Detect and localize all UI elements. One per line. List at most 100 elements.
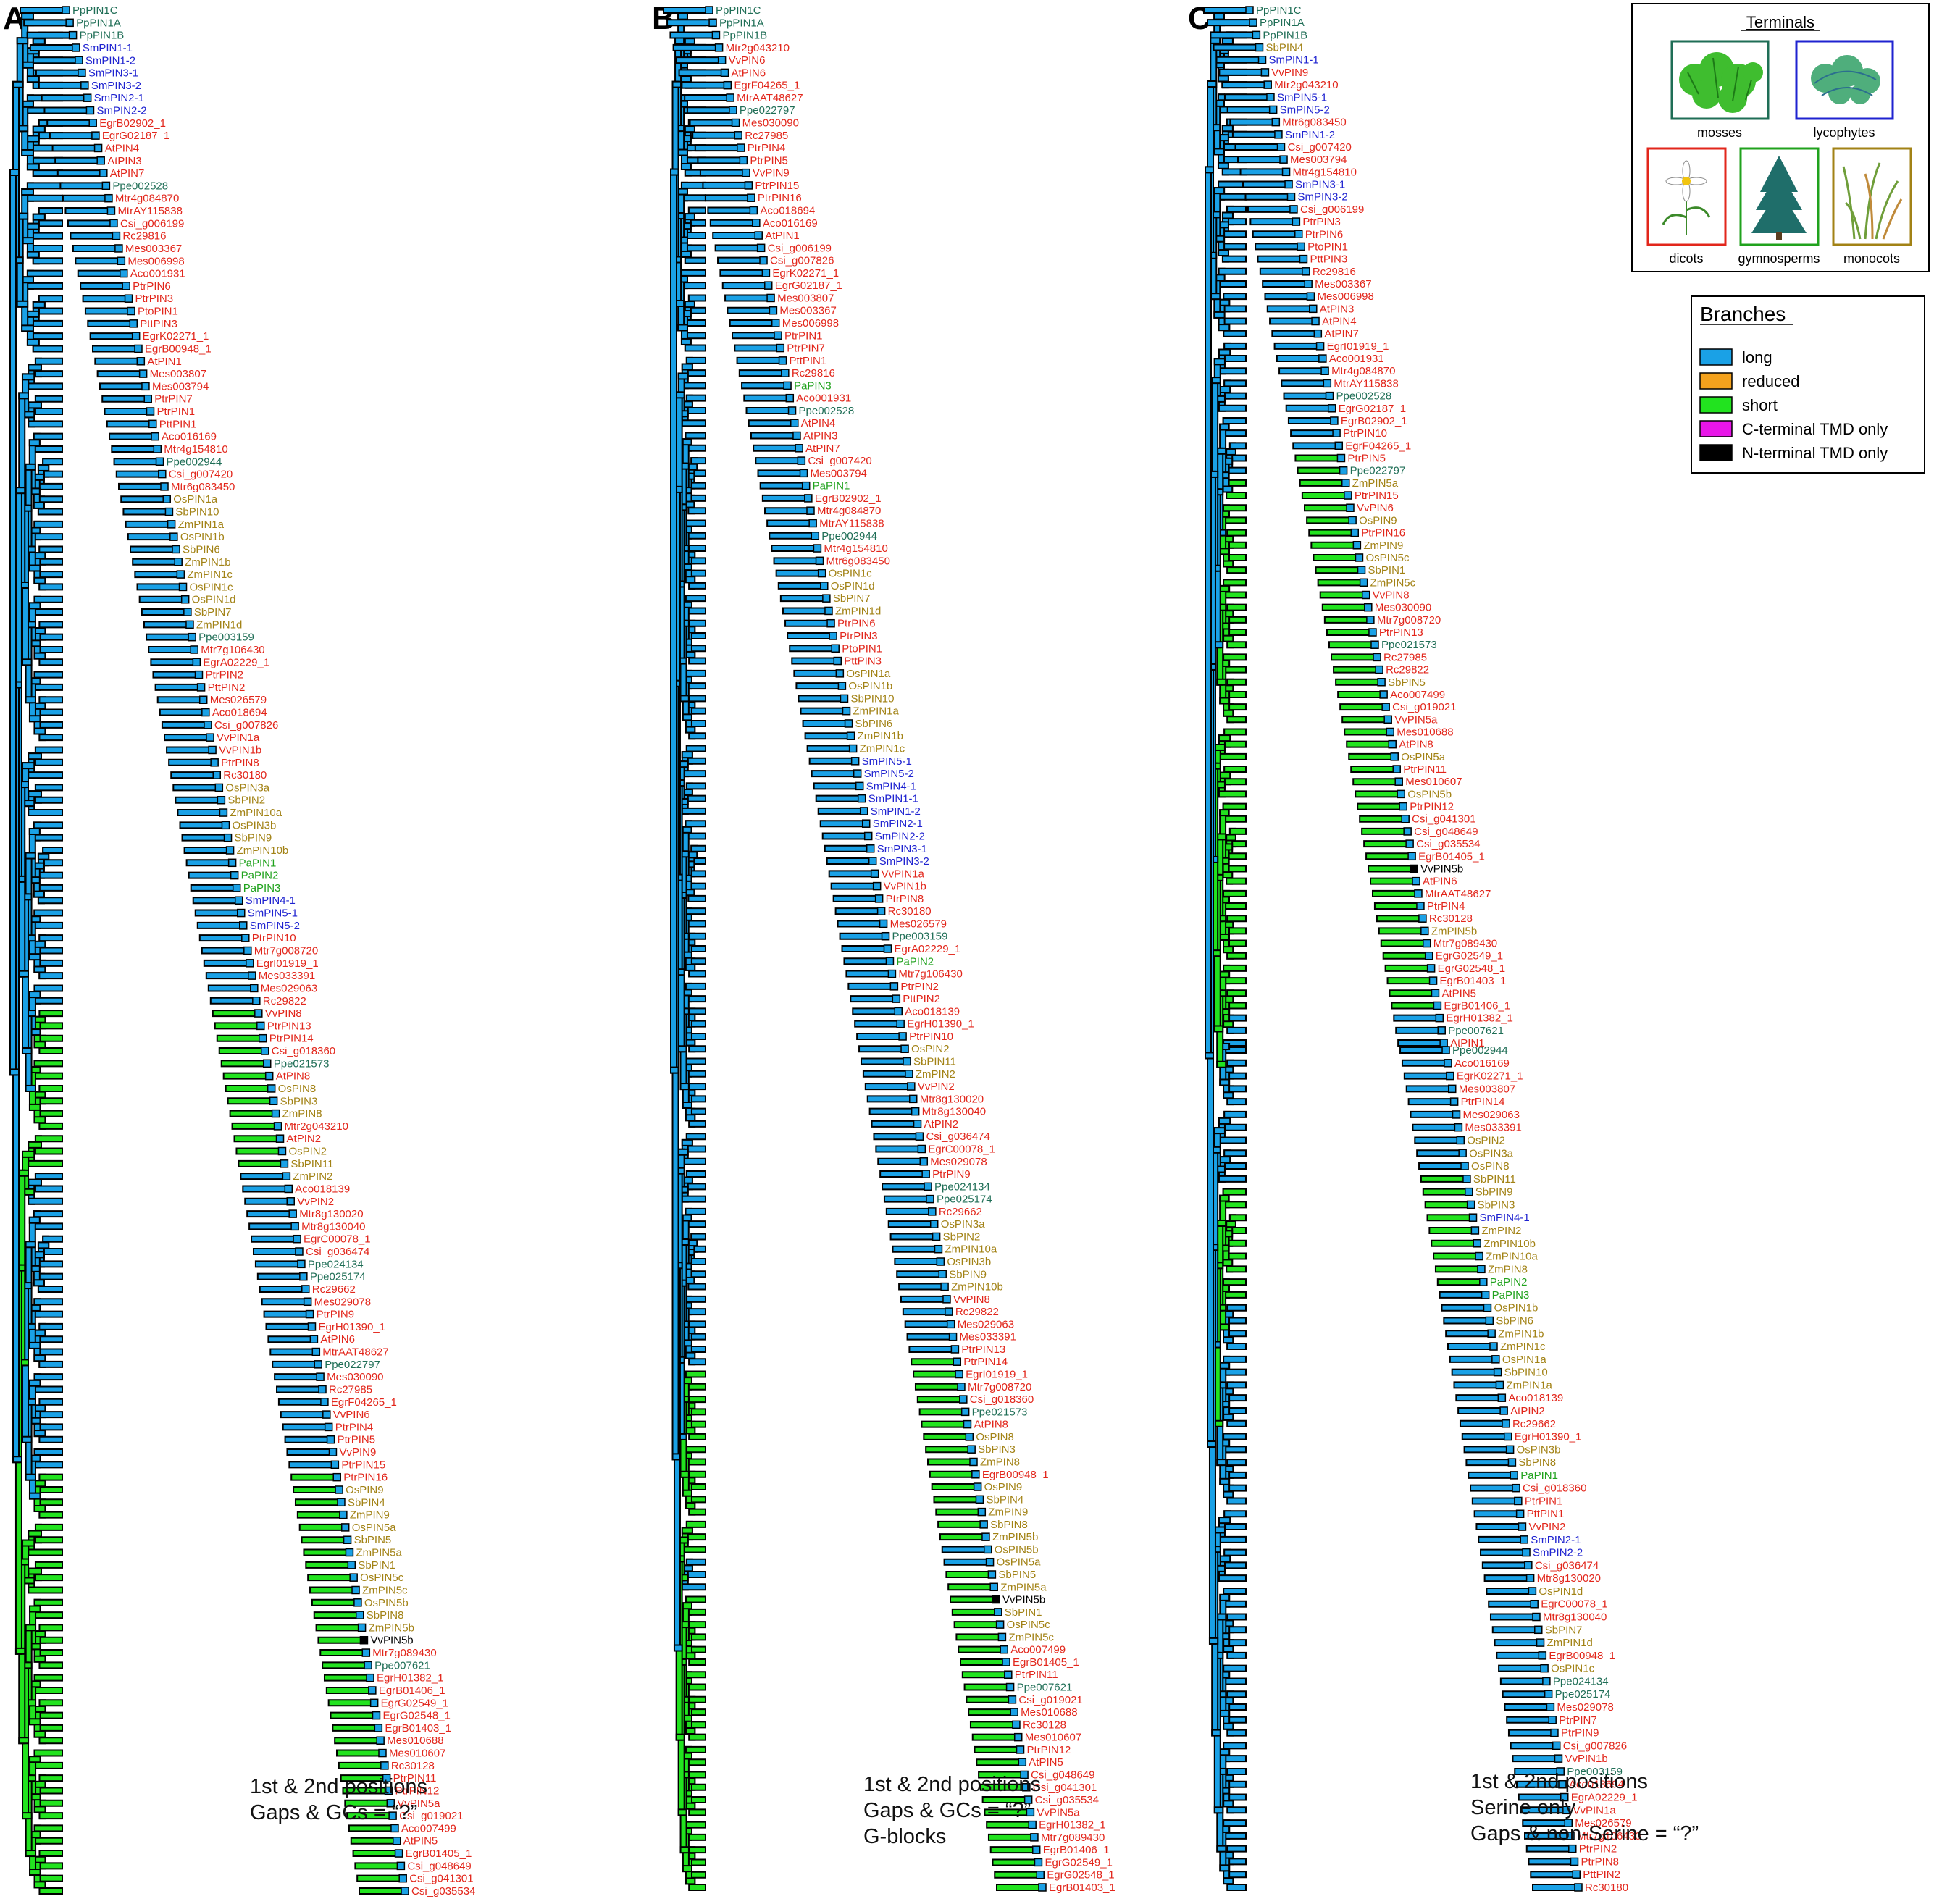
leaf-marker	[1446, 1071, 1454, 1081]
short-label: short	[1742, 396, 1778, 414]
leaf-label-b: SmPIN5-2	[864, 768, 914, 780]
leaf-marker	[881, 931, 890, 941]
leaf-marker	[759, 256, 768, 265]
leaf-marker	[1466, 1200, 1475, 1209]
leaf-marker	[297, 1259, 306, 1269]
leaf-marker	[1268, 105, 1278, 114]
leaf-marker	[158, 469, 167, 479]
leaf-label-b: Ppe002944	[821, 530, 877, 542]
leaf-label-c: Rc27985	[1383, 651, 1427, 663]
leaf-label-b: SmPIN1-1	[868, 793, 918, 805]
leaf-label-a: Aco018139	[295, 1183, 350, 1195]
leaf-marker	[243, 946, 252, 955]
leaf-label-a: OsPIN1d	[192, 594, 236, 606]
leaf-label-c: Rc29662	[1512, 1418, 1556, 1430]
leaf-label-c: PtrPIN8	[1581, 1855, 1620, 1868]
leaf-label-c: OsPIN5c	[1365, 552, 1410, 564]
leaf-label-a: VvPIN1a	[217, 731, 260, 744]
leaf-label-a: Rc29662	[312, 1283, 356, 1296]
leaf-marker	[1447, 1084, 1457, 1094]
leaf-marker	[286, 1197, 296, 1206]
leaf-label-b: ZmPIN2	[916, 1068, 955, 1081]
leaf-marker	[1441, 1046, 1450, 1054]
leaf-label-c: Aco007499	[1390, 689, 1445, 701]
leaf-label-b: EgrC00078_1	[928, 1143, 995, 1155]
leaf-label-c: Mes029078	[1557, 1701, 1613, 1714]
leaf-label-b: EgrF04265_1	[734, 80, 800, 92]
leaf-label-a: ZmPIN1c	[187, 569, 233, 581]
leaf-label-a: PpPIN1A	[76, 17, 121, 29]
panel-c-branches	[1203, 7, 1577, 1891]
leaf-marker	[1279, 155, 1288, 164]
leaf-label-c: Ppe003159	[1567, 1766, 1623, 1778]
leaf-label-c: ZmPIN9	[1363, 540, 1403, 552]
leaf-marker	[1401, 814, 1410, 823]
leaf-label-c: Csi_g019021	[1392, 701, 1456, 713]
leaf-label-c: SbPIN4	[1266, 42, 1304, 54]
leaf-label-b: SmPIN2-2	[875, 830, 925, 842]
leaf-label-b: PtrPIN15	[755, 180, 799, 192]
leaf-label-b: EgrB01403_1	[1049, 1882, 1115, 1894]
leaf-label-a: Ppe022797	[325, 1359, 380, 1371]
leaf-marker	[146, 407, 155, 416]
leaf-label-b: PtrPIN5	[750, 154, 788, 167]
leaf-marker	[1302, 267, 1310, 276]
leaf-marker	[795, 444, 803, 453]
leaf-marker	[1306, 292, 1315, 301]
leaf-label-b: Mes003367	[779, 305, 836, 317]
leaf-label-b: PtrPIN9	[932, 1168, 971, 1180]
leaf-label-b: ZmPIN5b	[992, 1531, 1038, 1543]
leaf-marker	[332, 1472, 341, 1482]
leaf-marker	[1260, 68, 1270, 77]
leaf-marker	[328, 1448, 338, 1456]
leaf-label-a: Ppe007621	[374, 1659, 430, 1672]
leaf-label-b: Mes006998	[782, 317, 839, 330]
leaf-marker	[264, 1071, 274, 1081]
leaf-label-b: OsPIN1d	[831, 580, 875, 592]
leaf-marker	[343, 1535, 352, 1544]
leaf-marker	[1473, 1239, 1481, 1248]
leaf-marker	[1431, 989, 1440, 998]
leaf-marker	[376, 1736, 385, 1745]
leaf-label-c: Rc30128	[1429, 913, 1473, 925]
leaf-marker	[1468, 1213, 1478, 1222]
leaf-marker	[872, 881, 882, 891]
leaf-label-c: Csi_g048649	[1414, 826, 1478, 838]
leaf-label-c: Mtr4g154810	[1293, 166, 1357, 178]
leaf-marker	[907, 1082, 916, 1091]
leaf-label-a: ZmPIN5a	[356, 1547, 402, 1559]
leaf-label-b: ZmPIN10a	[945, 1244, 997, 1256]
leaf-label-a: PaPIN1	[239, 857, 277, 869]
leaf-label-c: PtrPIN7	[1559, 1714, 1597, 1727]
leaf-marker	[221, 821, 230, 830]
leaf-label-c: Mes026579	[1575, 1817, 1631, 1829]
leaf-label-c: Mtr2g043210	[1274, 79, 1338, 91]
leaf-label-a: Aco007499	[401, 1822, 456, 1834]
leaf-label-a: Mes033391	[259, 970, 315, 982]
leaf-label-a: Mes029063	[261, 982, 317, 994]
leaf-marker	[1309, 304, 1318, 314]
leaf-label-c: Csi_g007420	[1287, 141, 1351, 154]
leaf-marker	[330, 1460, 340, 1469]
leaf-label-c: Aco018139	[1508, 1392, 1563, 1404]
leaf-label-b: Rc30180	[888, 905, 932, 918]
leaf-label-a: PtrPIN2	[205, 669, 243, 682]
leaf-marker	[892, 994, 901, 1003]
leaf-label-c: SmPIN2-1	[1531, 1534, 1581, 1546]
leaf-marker	[989, 1582, 998, 1592]
gymnosperms-thumbnail: gymnosperms	[1738, 147, 1820, 266]
panel-b-branches	[663, 7, 1041, 1891]
leaf-marker	[1341, 479, 1350, 487]
leaf-marker	[1386, 727, 1394, 737]
leaf-marker	[1520, 1535, 1528, 1544]
leaf-label-b: Mtr7g008720	[968, 1381, 1031, 1393]
leaf-label-a: Ppe024134	[308, 1258, 364, 1270]
leaf-label-a: SbPIN3	[280, 1095, 318, 1107]
leaf-label-a: Csi_g007420	[169, 469, 233, 481]
leaf-label-a: VvPIN2	[297, 1196, 334, 1208]
leaf-marker	[1357, 566, 1366, 574]
leaf-marker	[384, 1786, 393, 1795]
leaf-label-c: Mes003794	[1290, 154, 1347, 166]
leaf-label-a: OsPIN5a	[352, 1522, 397, 1534]
leaf-label-c: Mes010688	[1397, 726, 1453, 738]
